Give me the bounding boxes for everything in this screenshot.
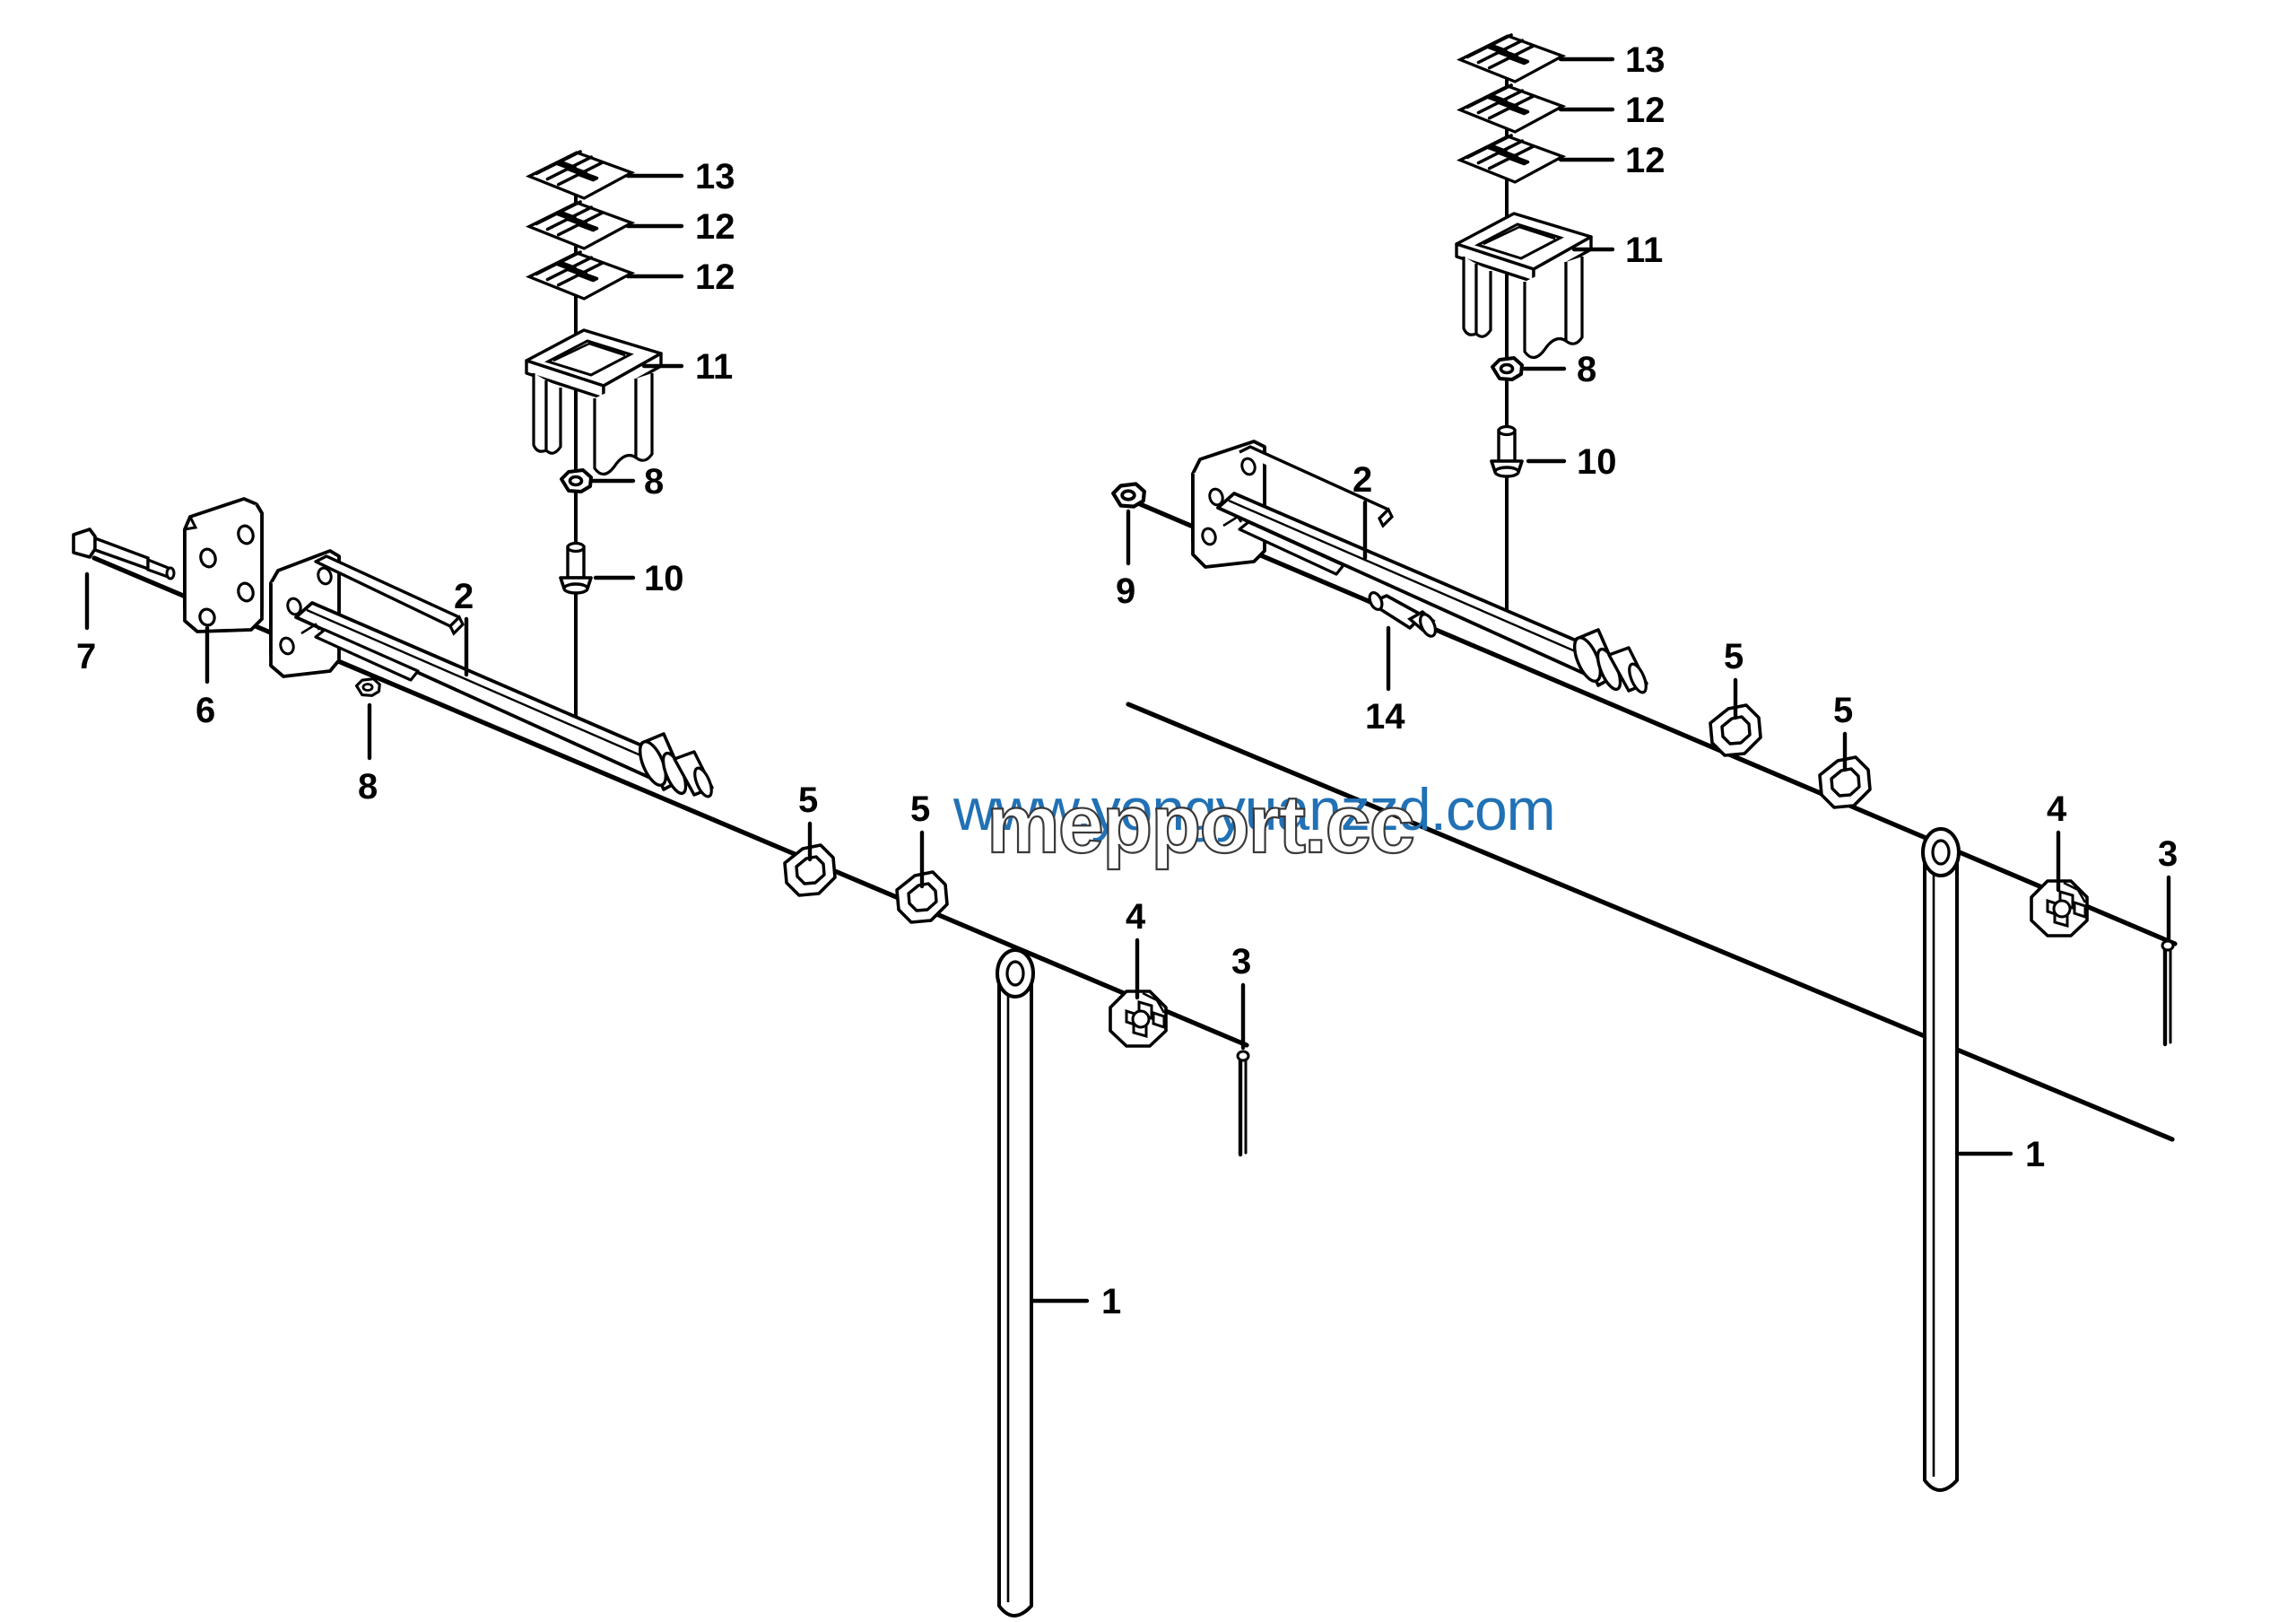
right-nut-9 [1113,484,1144,506]
right-pivot-shaft-main [1129,498,2178,946]
callout-number: 7 [76,637,96,676]
callout-number: 1 [1101,1282,1121,1321]
callout-number: 5 [910,789,930,829]
callout-number: 12 [695,207,735,247]
callout-number: 4 [1126,897,1146,937]
callout-number: 1 [2025,1135,2045,1174]
callout-number: 11 [1625,231,1663,270]
left-nut-8-upper [560,468,593,493]
callout-number: 4 [2047,789,2067,829]
callout-number: 2 [454,577,474,616]
left-stabilizer-assembly [72,150,1248,1618]
watermark-outline: mepport.cc [987,779,1413,870]
left-bolt-7 [72,528,176,580]
callout-number: 8 [644,462,664,501]
right-pivot-shaft [1126,702,2175,1142]
left-clip-13 [527,150,633,200]
callout-number: 6 [196,691,215,730]
right-nut-8-upper [1491,356,1524,381]
callout-number: 10 [644,559,684,598]
right-clip-12a [1458,83,1564,134]
callout-number: 12 [1625,91,1665,130]
callout-number: 3 [1231,942,1251,981]
callout-number: 10 [1577,442,1617,482]
callout-number: 5 [798,780,818,820]
right-clip-12b [1458,134,1564,184]
right-stabilizer-assembly [1113,33,2178,1492]
callout-number: 5 [1833,691,1853,730]
right-grease-fitting-10 [1490,424,1524,478]
left-castle-nut-4 [1109,990,1168,1048]
callout-number: 12 [695,257,735,297]
callout-number: 9 [1116,571,1135,611]
right-pin-14 [1368,590,1437,638]
left-leg-rod-1 [996,948,1035,1618]
watermark-blue: www.yongyuanzzd.com [952,776,1555,842]
callout-number: 8 [1577,350,1596,389]
callout-number: 13 [695,157,735,196]
callout-number: 5 [1724,637,1744,676]
right-cotter-pin-3 [2162,941,2173,1044]
callout-number: 14 [1365,697,1405,737]
watermark-group: www.yongyuanzzd.com mepport.cc [952,776,1556,871]
left-cotter-pin-3 [1238,1051,1248,1155]
callout-numbers: 13 12 12 11 8 10 7 6 8 2 5 5 4 3 1 13 12… [76,40,2178,1321]
right-leg-rod-1 [1921,827,1961,1492]
left-cylinder-2 [269,549,714,798]
callout-group [84,57,2171,1304]
right-cylinder-2 [1191,440,1648,694]
right-clip-13 [1458,33,1564,83]
left-mount-plate-6 [183,497,264,633]
right-clamp-bracket-11 [1455,212,1593,360]
left-nut-8-lower [354,677,381,697]
callout-number: 13 [1625,40,1665,80]
left-clip-12b [527,250,633,301]
callout-number: 11 [695,347,733,387]
callout-number: 3 [2158,834,2178,874]
left-clip-12a [527,200,633,250]
callout-number: 2 [1352,460,1372,500]
left-grease-fitting-10 [559,541,593,595]
left-clamp-bracket-11 [525,328,663,476]
callout-number: 8 [358,767,378,807]
callout-number: 12 [1625,141,1665,180]
